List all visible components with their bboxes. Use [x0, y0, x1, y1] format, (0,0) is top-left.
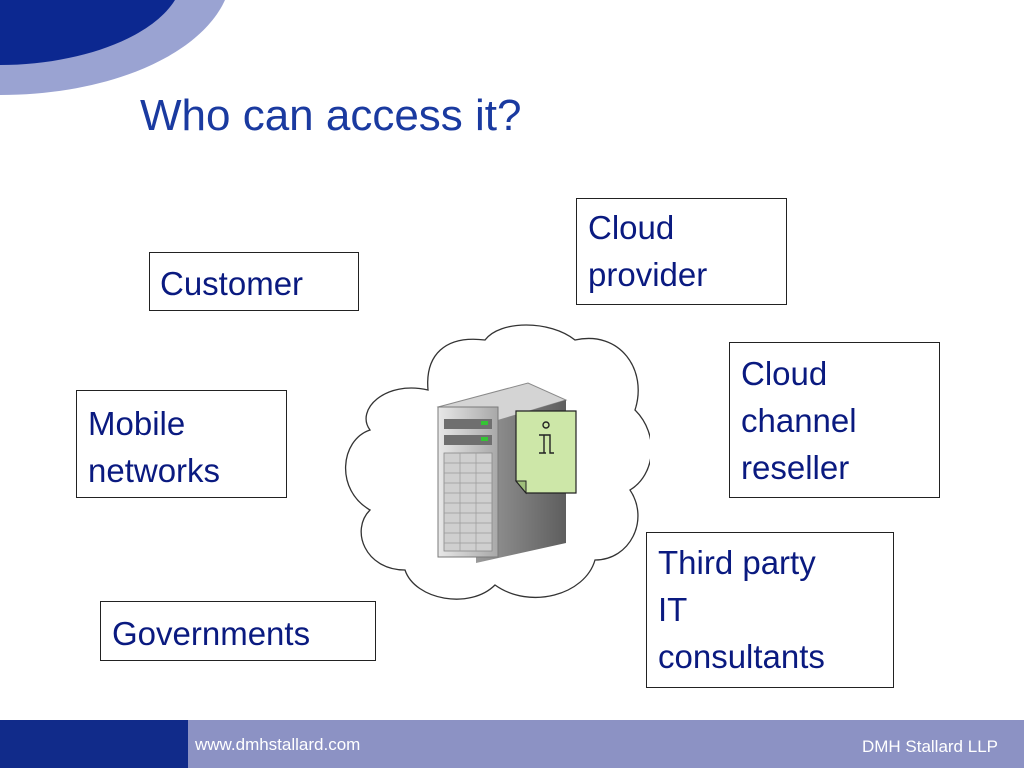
cloud-server-diagram	[344, 324, 650, 600]
page-title: Who can access it?	[140, 91, 522, 140]
corner-decoration	[0, 0, 225, 95]
label-governments-text: Governments	[112, 615, 311, 652]
label-customer: Customer	[149, 252, 359, 311]
label-customer-text: Customer	[160, 265, 304, 302]
label-cloud-channel-reseller: Cloud channel reseller	[729, 342, 940, 498]
label-third-party-text: Third party IT consultants	[658, 544, 825, 675]
label-governments: Governments	[100, 601, 376, 661]
info-document-icon	[514, 410, 577, 495]
server-icon	[436, 382, 568, 563]
label-mobile-networks: Mobile networks	[76, 390, 287, 498]
footer-bar-dark	[0, 720, 188, 768]
label-third-party: Third party IT consultants	[646, 532, 894, 688]
label-cloud-channel-reseller-text: Cloud channel reseller	[741, 355, 857, 486]
label-cloud-provider: Cloud provider	[576, 198, 787, 305]
label-cloud-provider-text: Cloud provider	[588, 209, 708, 293]
footer-bar-light	[188, 720, 1024, 768]
label-mobile-networks-text: Mobile networks	[88, 405, 221, 489]
footer-company: DMH Stallard LLP	[861, 737, 998, 756]
footer-url: www.dmhstallard.com	[195, 735, 361, 754]
